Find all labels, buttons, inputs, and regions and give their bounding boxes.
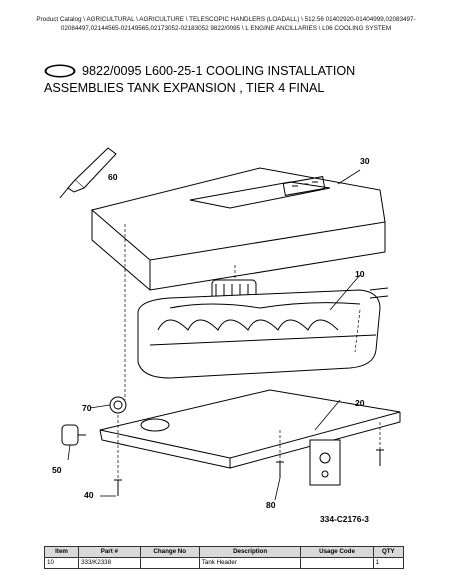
column-header-description: Description: [198, 546, 302, 558]
jcb-logo-icon: [44, 64, 76, 78]
callout-70: 70: [82, 403, 92, 413]
page-title-line-1: 9822/0095 L600-25-1 COOLING INSTALLATION: [82, 64, 356, 78]
cell-description: Tank Header: [198, 557, 302, 569]
column-header-part-number: Part #: [78, 546, 141, 558]
column-header-usage-code: Usage Code: [300, 546, 374, 558]
callout-60: 60: [108, 172, 118, 182]
exploded-parts-diagram: [59, 147, 401, 501]
callout-50: 50: [52, 465, 62, 475]
column-header-item: Item: [43, 546, 80, 558]
table-row: 10 333/K2338 Tank Header 1: [43, 557, 405, 569]
page-title-line-2: ASSEMBLIES TANK EXPANSION , TIER 4 FINAL: [44, 81, 325, 95]
cell-part-number: 333/K2338: [78, 557, 141, 569]
cell-usage-code: [300, 557, 374, 569]
cell-item: 10: [43, 557, 80, 569]
parts-table: Item Part # Change No Description Usage …: [43, 546, 405, 569]
breadcrumb: Product Catalog \ AGRICULTURAL \ AGRICUL…: [36, 16, 416, 32]
hose-clip-part: [109, 396, 127, 414]
leader-lines: [117, 224, 381, 480]
rubber-mount-part: [61, 424, 86, 446]
callout-80: 80: [266, 500, 276, 510]
top-cover-part: [90, 167, 386, 291]
callout-30: 30: [360, 156, 370, 166]
figure-reference: 334-C2176-3: [320, 514, 369, 524]
callout-20: 20: [355, 398, 365, 408]
callout-40: 40: [84, 490, 94, 500]
column-header-change-no: Change No: [139, 546, 200, 558]
mounting-bracket-part: [99, 389, 401, 486]
bolt-part: [114, 449, 384, 496]
callout-10: 10: [355, 269, 365, 279]
cell-change-no: [139, 557, 200, 569]
table-header-row: Item Part # Change No Description Usage …: [43, 546, 405, 558]
expansion-tank-part: [137, 287, 389, 379]
callout-leaders: [67, 169, 361, 501]
cell-qty: 1: [372, 557, 405, 569]
column-header-qty: QTY: [372, 546, 405, 558]
sealant-tube-part: [59, 147, 117, 199]
